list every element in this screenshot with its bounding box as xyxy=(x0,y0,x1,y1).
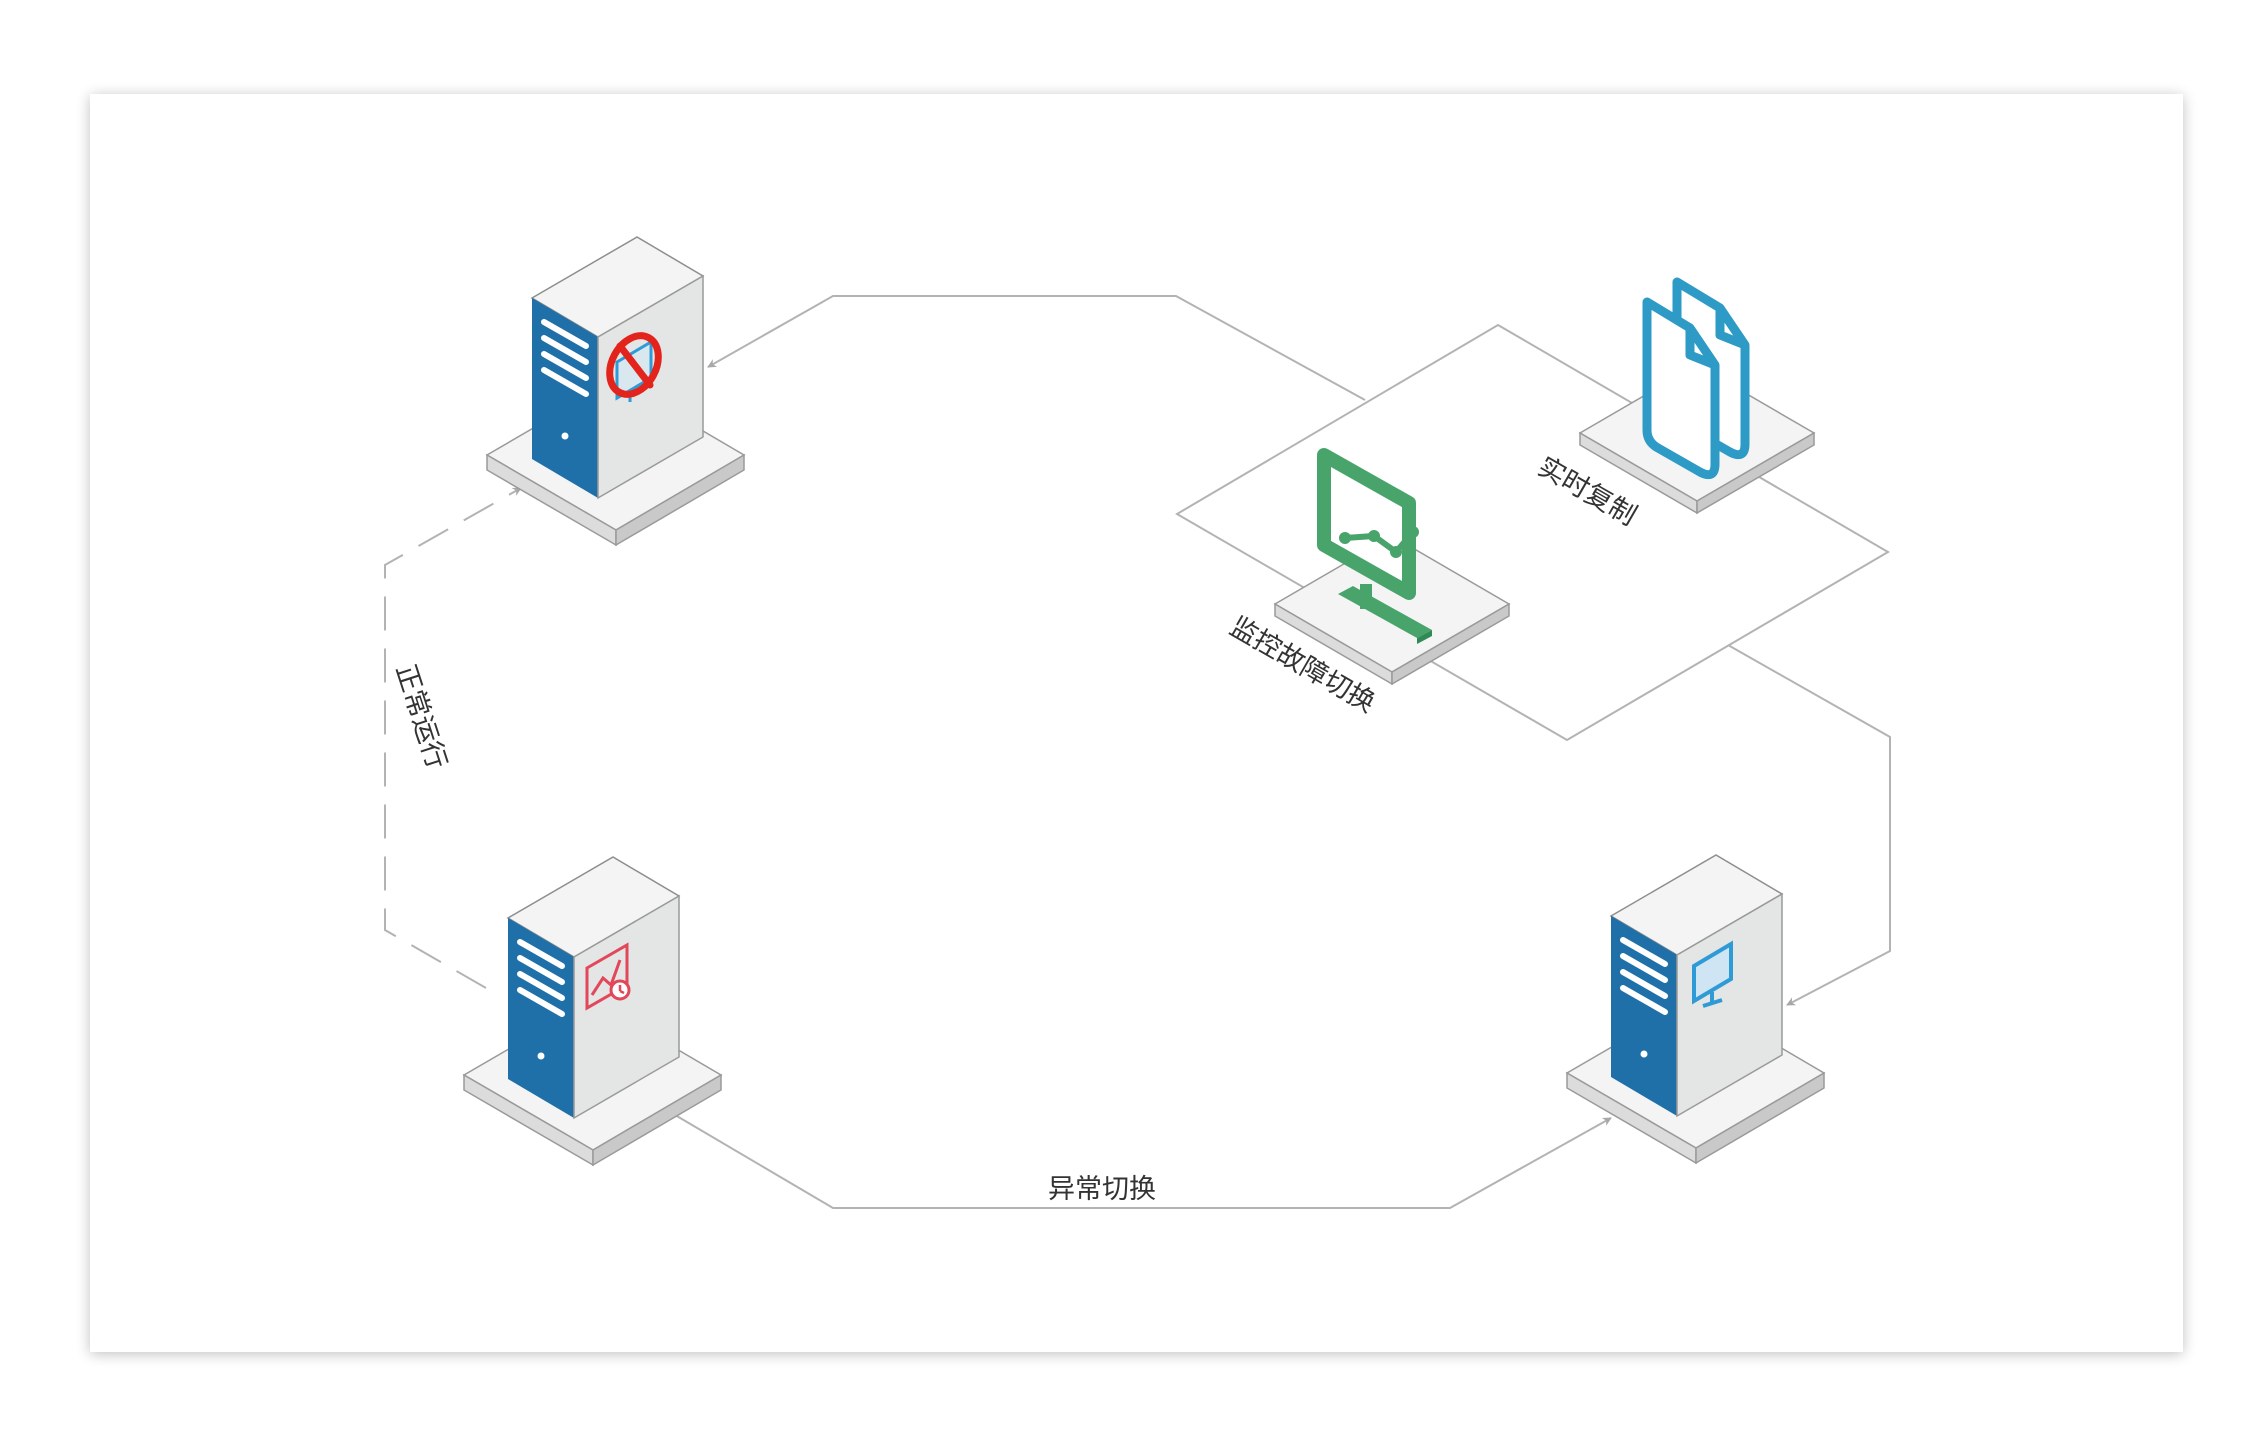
bottom-right-server-vents xyxy=(1620,937,1668,1015)
top-server-front xyxy=(532,298,598,498)
top-server-power-led xyxy=(561,432,569,440)
chart-error-icon xyxy=(585,942,631,1011)
bottom-left-server[interactable] xyxy=(462,856,723,1167)
monitor-chart-icon xyxy=(1317,448,1432,644)
monitor-failover-node[interactable] xyxy=(1273,448,1511,686)
normal-run-dashed-line xyxy=(384,487,522,989)
bottom-left-server-front xyxy=(508,918,574,1118)
documents-icon xyxy=(1642,277,1750,480)
diagram-card xyxy=(90,94,2183,1352)
replication-to-top-server-line xyxy=(707,295,1366,401)
top-server-vents xyxy=(541,319,589,397)
abnormal-switch-label: 异常切换 xyxy=(1048,1174,1156,1205)
monitor-icon xyxy=(1692,940,1733,1008)
bottom-right-server-front xyxy=(1611,916,1677,1116)
realtime-replication-node[interactable] xyxy=(1578,277,1816,515)
bottom-left-server-power-led xyxy=(537,1052,545,1060)
abnormal-switch-line xyxy=(669,1111,1612,1209)
monitor-node-base xyxy=(1273,535,1511,686)
bottom-right-server-power-led xyxy=(1640,1050,1648,1058)
bottom-left-server-vents xyxy=(517,939,565,1017)
bottom-left-server-side xyxy=(573,894,680,1120)
replication-to-bottom-right-server-line xyxy=(1727,644,1891,1006)
top-server[interactable] xyxy=(485,236,746,547)
bottom-right-server[interactable] xyxy=(1565,854,1826,1165)
bottom-right-server-side xyxy=(1676,892,1783,1118)
no-entry-icon xyxy=(606,332,662,402)
